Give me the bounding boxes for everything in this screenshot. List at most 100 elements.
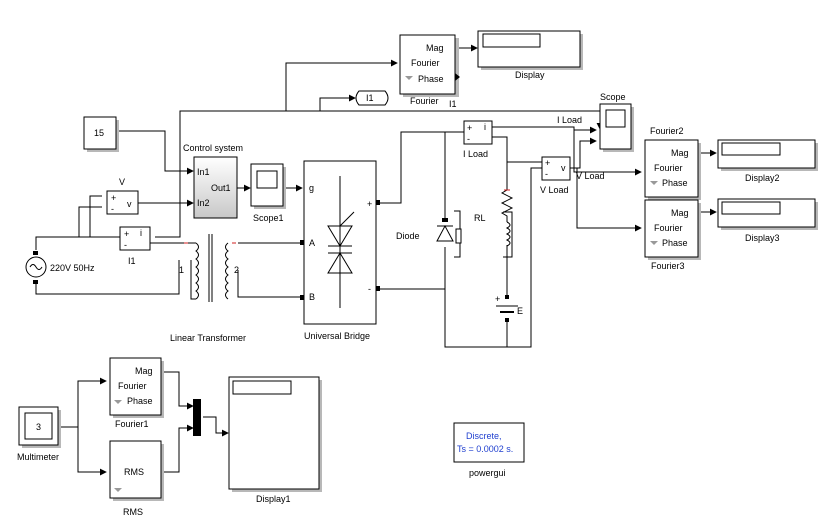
control-out1-label: Out1 [211, 183, 231, 193]
control-in1-label: In1 [197, 167, 210, 177]
battery-plus-sign: + [495, 294, 500, 304]
fourier3-block[interactable]: Mag Fourier Phase Fourier3 [644, 199, 701, 271]
mask-arrow-icon [650, 181, 658, 185]
linear-transformer-block[interactable]: 1 2 Linear Transformer [170, 234, 246, 343]
powergui-name: powergui [469, 468, 506, 478]
display-block-name: Display [515, 70, 545, 80]
fourier3-phase-label: Phase [662, 238, 688, 248]
scope1-name: Scope1 [253, 213, 284, 223]
vmeas-minus: - [111, 204, 114, 214]
fourier1-block[interactable]: Mag Fourier Phase Fourier1 [109, 357, 164, 429]
bridge-g-label: g [309, 183, 314, 193]
fourier1-name: Fourier1 [115, 419, 149, 429]
i1-out: i [140, 228, 142, 238]
display3-block[interactable]: Display3 [717, 198, 818, 243]
rms-name: RMS [123, 507, 143, 517]
goto-i1-tag[interactable]: I1 I1 [355, 90, 457, 109]
scope1-block[interactable]: Scope1 [250, 163, 286, 223]
rl-load[interactable]: RL [474, 185, 514, 247]
fourier3-mag-label: Mag [671, 208, 689, 218]
current-measurement-i1[interactable]: + - i I1 [119, 226, 151, 266]
display3-name: Display3 [745, 233, 780, 243]
vmeas-out: v [127, 199, 132, 209]
constant-value: 15 [94, 128, 104, 138]
i1-plus: + [124, 229, 129, 239]
fourier-mag-label: Mag [426, 43, 444, 53]
iload-minus: - [467, 134, 470, 144]
vload-minus: - [545, 169, 548, 179]
vload-signal-label: V Load [576, 171, 605, 181]
fourier-title-label: Fourier [411, 58, 440, 68]
power-wires [35, 131, 542, 348]
iload-plus: + [467, 123, 472, 133]
control-system-block[interactable]: Control system In1 In2 Out1 [183, 143, 243, 219]
powergui-block[interactable]: Discrete, Ts = 0.0002 s. powergui [453, 422, 525, 478]
diode-element[interactable]: Diode [396, 218, 462, 244]
current-measurement-iload[interactable]: + - i I Load [463, 120, 493, 159]
fourier2-phase-label: Phase [662, 178, 688, 188]
vload-plus: + [545, 158, 550, 168]
powergui-line2: Ts = 0.0002 s. [457, 444, 513, 454]
goto-i1-tag-label: I1 [366, 93, 374, 103]
display1-block[interactable]: Display1 [228, 376, 322, 504]
ac-source[interactable]: 220V 50Hz [25, 251, 95, 284]
fourier2-mag-label: Mag [671, 148, 689, 158]
iload-out: i [484, 122, 486, 132]
transformer-winding-2: 2 [234, 265, 239, 275]
scope-block[interactable]: Scope [599, 92, 634, 152]
control-in2-label: In2 [197, 198, 210, 208]
fourier-block-name: Fourier [410, 96, 439, 106]
fourier-block[interactable]: Mag Fourier Phase Fourier [399, 34, 460, 106]
fourier1-mag-label: Mag [135, 366, 153, 376]
rms-label: RMS [124, 467, 144, 477]
fourier2-block[interactable]: Fourier2 Mag Fourier Phase [644, 126, 701, 200]
universal-bridge-name: Universal Bridge [304, 331, 370, 341]
mux-block[interactable] [193, 399, 201, 436]
bridge-minus-label: - [368, 284, 371, 294]
vmeas-plus: + [111, 193, 116, 203]
fourier1-title-label: Fourier [118, 381, 147, 391]
display2-name: Display2 [745, 173, 780, 183]
fourier1-phase-label: Phase [127, 396, 153, 406]
mask-arrow-icon [650, 241, 658, 245]
constant-15-block[interactable]: 15 [83, 116, 119, 152]
powergui-line1: Discrete, [466, 431, 502, 441]
iload-name: I Load [463, 149, 488, 159]
fourier2-title-label: Fourier [654, 163, 683, 173]
vload-name: V Load [540, 185, 569, 195]
display1-name: Display1 [256, 494, 291, 504]
vmeas-name: V [119, 177, 125, 187]
battery-name: E [517, 306, 523, 316]
display2-block[interactable]: Display2 [717, 139, 818, 183]
fourier3-title-label: Fourier [654, 223, 683, 233]
diode-name: Diode [396, 231, 420, 241]
voltage-measurement-vload[interactable]: + - v V Load [540, 156, 571, 195]
battery-e[interactable]: + E [495, 294, 523, 322]
control-system-name: Control system [183, 143, 243, 153]
voltage-measurement-v[interactable]: + - v V [106, 177, 139, 215]
display-block[interactable]: Display [477, 30, 583, 80]
multimeter-value: 3 [36, 422, 41, 432]
goto-i1-label: I1 [449, 99, 457, 109]
bridge-b-label: B [309, 292, 315, 302]
transformer-name: Linear Transformer [170, 333, 246, 343]
bridge-a-label: A [309, 238, 315, 248]
rl-name: RL [474, 213, 486, 223]
scope-name: Scope [600, 92, 626, 102]
mask-arrow-icon [114, 488, 122, 492]
source-name: 220V 50Hz [50, 263, 95, 273]
mask-arrow-icon [114, 400, 122, 404]
vload-out: v [561, 163, 566, 173]
fourier3-name: Fourier3 [651, 261, 685, 271]
bridge-plus-label: + [367, 199, 372, 209]
fourier-phase-label: Phase [418, 74, 444, 84]
iload-signal-label: I Load [557, 115, 582, 125]
i1-name: I1 [128, 256, 136, 266]
transformer-winding-1: 1 [179, 265, 184, 275]
universal-bridge-block[interactable]: g A B + - Universal Bridge [300, 160, 380, 341]
rms-block[interactable]: RMS RMS [109, 440, 164, 517]
i1-minus: - [124, 240, 127, 250]
fourier2-name: Fourier2 [650, 126, 684, 136]
multimeter-block[interactable]: 3 Multimeter [17, 406, 61, 462]
